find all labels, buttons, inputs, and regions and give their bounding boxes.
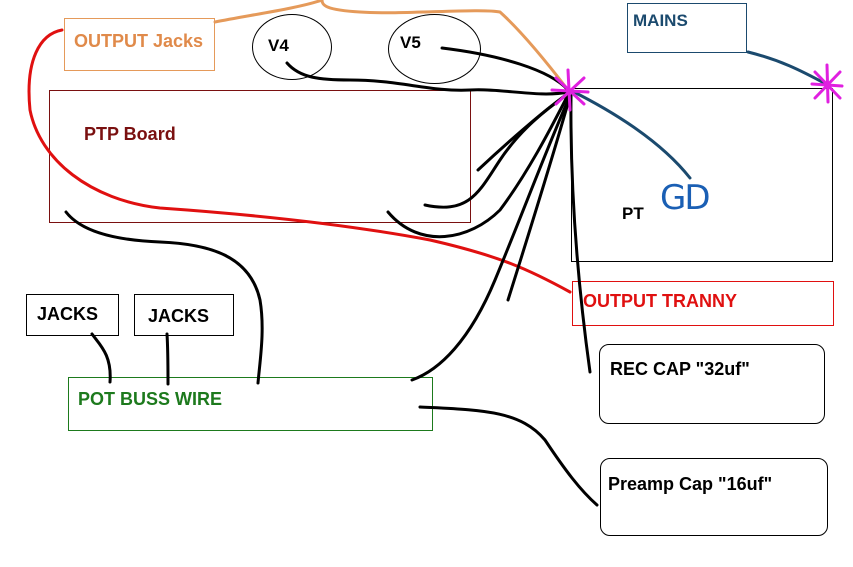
mains-star-icon: [810, 63, 844, 104]
jacks-box-1: [26, 294, 119, 336]
v5-label: V5: [400, 33, 421, 52]
wire-pot-buss-right: [410, 94, 572, 382]
blue-mains-wire: [746, 50, 828, 86]
wire-pot-buss-left: [64, 210, 264, 385]
mains-label: MAINS: [633, 11, 688, 30]
preamp-cap-box: [600, 458, 828, 536]
wire-preamp-cap: [418, 405, 599, 507]
wire-output-tranny: [506, 94, 572, 302]
jacks-1-label: JACKS: [37, 304, 99, 324]
mains-box: [627, 3, 747, 53]
star-ground-icon: [550, 68, 590, 112]
output-tranny-box: [572, 281, 834, 326]
gd-label: GD: [660, 178, 711, 218]
output-jacks-box: [64, 18, 215, 71]
preamp-cap-label: Preamp Cap "16uf": [608, 474, 773, 494]
red-output-tranny-wire: [27, 28, 572, 294]
v4-label: V4: [268, 36, 289, 55]
wire-v5: [440, 46, 570, 92]
ptp-board-label: PTP Board: [84, 124, 176, 144]
ptp-board-box: [49, 90, 471, 223]
rec-cap-label: REC CAP "32uf": [610, 359, 750, 379]
rec-cap-box: [599, 344, 825, 424]
wire-jacks-2: [165, 332, 170, 386]
output-tranny-label: OUTPUT TRANNY: [583, 291, 737, 311]
wire-ptp-2: [386, 93, 570, 239]
blue-pt-ground-wire: [568, 88, 692, 180]
wire-jacks-1: [90, 332, 112, 384]
wire-rec-cap: [569, 94, 592, 374]
jacks-2-label: JACKS: [148, 306, 210, 326]
output-jacks-label: OUTPUT Jacks: [74, 31, 204, 51]
pot-buss-wire-box: [68, 377, 433, 431]
jacks-box-2: [134, 294, 234, 336]
orange-output-wire: [213, 0, 570, 92]
wire-v4: [285, 61, 570, 96]
v5-tube-circle: [388, 14, 481, 84]
black-ground-wires: [64, 46, 599, 507]
pot-buss-wire-label: POT BUSS WIRE: [78, 389, 223, 409]
v4-tube-circle: [252, 14, 332, 80]
pt-label: PT: [622, 204, 644, 223]
